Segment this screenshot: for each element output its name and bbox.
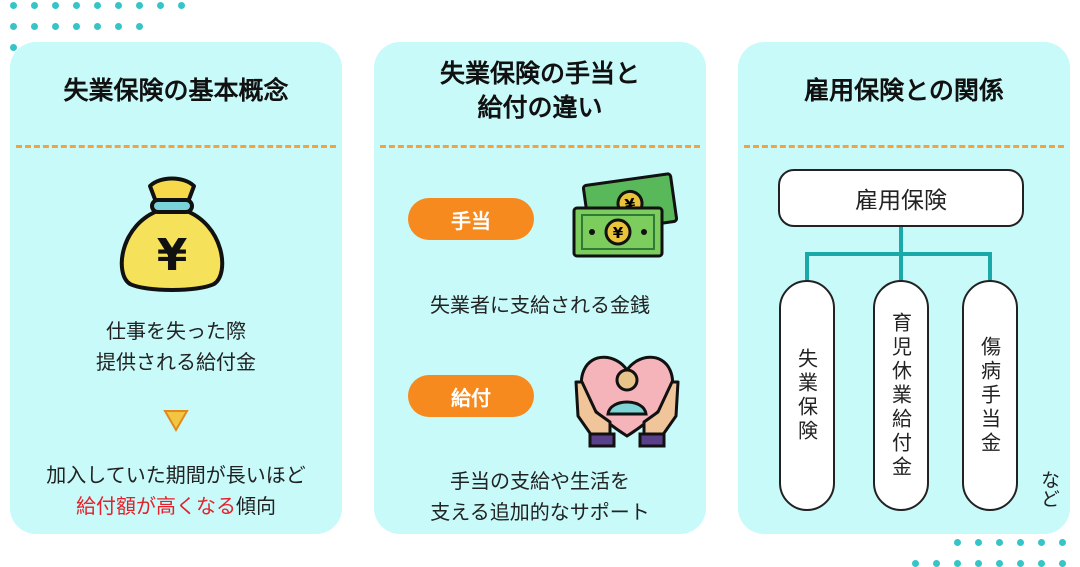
card-employment-insurance-relation: 雇用保険との関係 雇用保険 失業保険 育児休業給付金 傷病手当金 など [738,42,1070,534]
cash-yen-icon: ¥ ¥ [572,172,679,258]
bottom-note-line: 給付額が高くなる傾向 [10,491,342,522]
care-hands-heart-icon [574,355,680,448]
etc-label: など [1038,470,1060,508]
description-line: 仕事を失った際 [106,319,246,343]
pill-benefit: 給付 [408,375,534,417]
svg-text:¥: ¥ [613,224,624,242]
card-title-line: 給付の違い [477,93,603,122]
benefit-description-line: 支える追加的なサポート [430,500,650,524]
card-title: 失業保険の手当と 給付の違い [374,42,706,140]
card-allowance-vs-benefit: 失業保険の手当と 給付の違い 手当 ¥ ¥ 失業者に支給される金銭 給付 手当の… [374,42,706,534]
dashed-divider [380,145,700,148]
connector-line [805,252,809,281]
card-title: 失業保険の基本概念 [63,76,289,105]
connector-line [899,227,903,254]
card-title-line: 失業保険の手当と [439,59,640,88]
connector-line [899,252,903,281]
root-box-employment-insurance: 雇用保険 [778,169,1024,227]
pill-allowance: 手当 [408,198,534,240]
child-box-label: 育児休業給付金 [888,311,913,480]
bottom-note-line: 加入していた期間が長いほど [46,463,306,487]
bottom-note-tail: 傾向 [236,494,276,518]
highlight-text: 給付額が高くなる [76,494,236,518]
chevron-down-icon [163,410,189,432]
card-title: 雇用保険との関係 [804,76,1004,105]
child-box-label: 失業保険 [794,347,819,444]
dashed-divider [16,145,336,148]
dashed-divider [744,145,1064,148]
svg-text:¥: ¥ [157,230,188,281]
child-box-label: 傷病手当金 [977,335,1002,456]
money-bag-yen-icon: ¥ [119,176,225,292]
benefit-description-line: 手当の支給や生活を [450,469,630,493]
description-line: 提供される給付金 [96,350,256,374]
connector-line [988,252,992,281]
card-basic-concept: 失業保険の基本概念 ¥ 仕事を失った際 提供される給付金 加入していた期間が長い… [10,42,342,534]
allowance-description: 失業者に支給される金銭 [430,293,650,317]
child-box-childcare-leave-benefit: 育児休業給付金 [873,280,929,511]
connector-line [805,252,992,256]
decor-dots-bottom-right [912,539,1066,567]
child-box-unemployment-insurance: 失業保険 [779,280,835,511]
child-box-sickness-allowance: 傷病手当金 [962,280,1018,511]
